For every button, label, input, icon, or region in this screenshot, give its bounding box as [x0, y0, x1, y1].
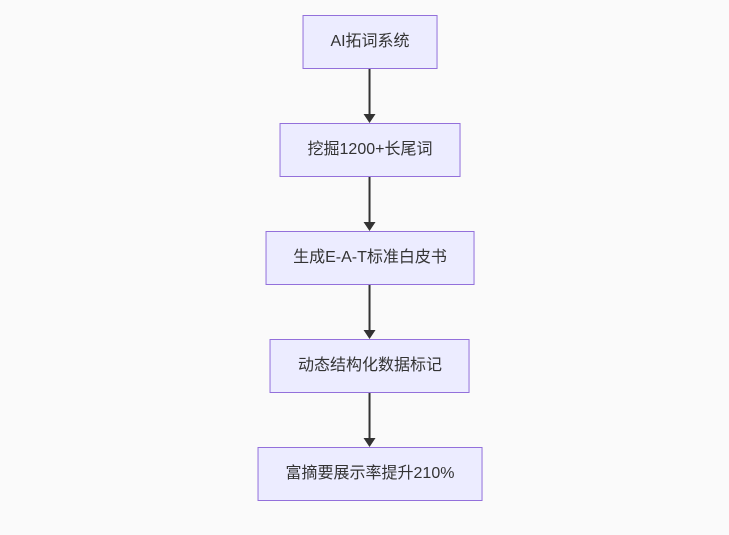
arrowhead-down-icon: [364, 438, 376, 447]
arrowhead-down-icon: [364, 222, 376, 231]
arrow-down-1: [364, 69, 376, 123]
arrowhead-down-icon: [364, 330, 376, 339]
arrow-down-2: [364, 177, 376, 231]
flow-node-rich-snippet-rate: 富摘要展示率提升210%: [257, 447, 483, 501]
flowchart: AI拓词系统 挖掘1200+长尾词 生成E-A-T标准白皮书 动态结构化数据标记…: [257, 15, 483, 501]
flow-node-eat-whitepaper: 生成E-A-T标准白皮书: [265, 231, 475, 285]
flow-node-structured-data-markup: 动态结构化数据标记: [269, 339, 470, 393]
arrowhead-down-icon: [364, 114, 376, 123]
arrow-down-4: [364, 393, 376, 447]
arrow-shaft: [369, 177, 371, 222]
arrow-shaft: [369, 285, 371, 330]
arrow-shaft: [369, 393, 371, 438]
flow-node-ai-word-system: AI拓词系统: [302, 15, 438, 69]
arrow-down-3: [364, 285, 376, 339]
arrow-shaft: [369, 69, 371, 114]
flow-node-longtail-keywords: 挖掘1200+长尾词: [279, 123, 461, 177]
